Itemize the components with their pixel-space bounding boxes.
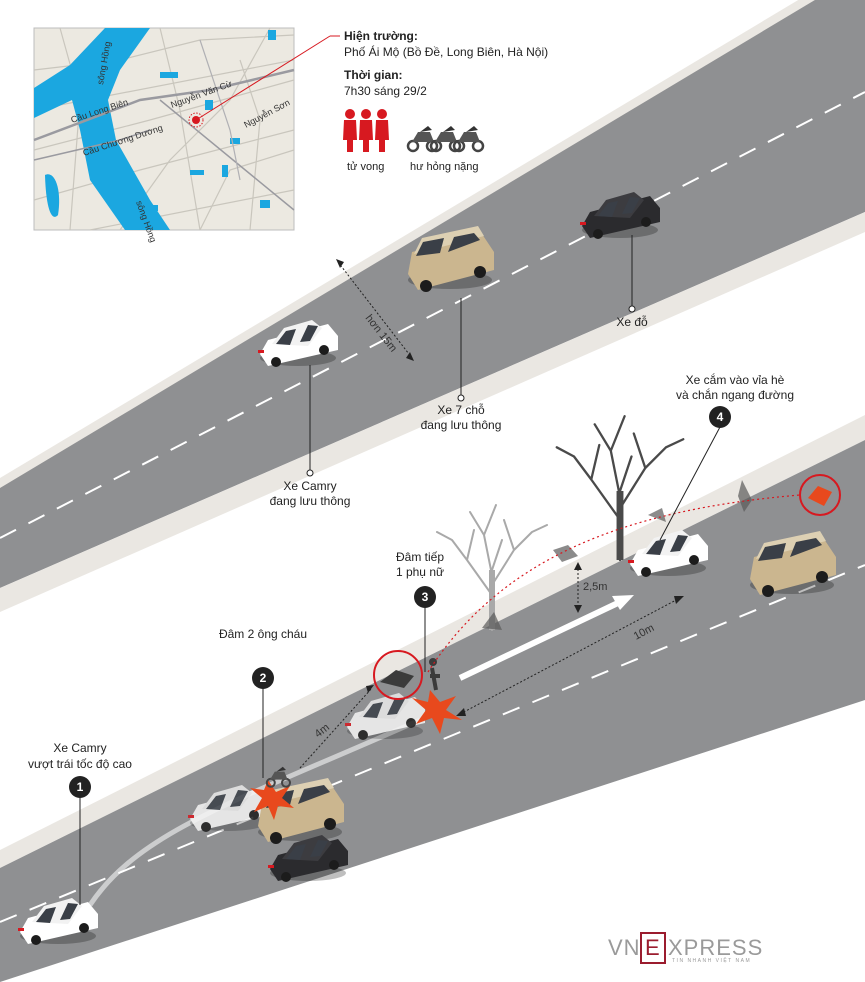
brand-tagline: TIN NHANH VIỆT NAM	[672, 956, 751, 964]
time-label: Thời gian:	[344, 68, 403, 82]
map-road-2	[159, 99, 295, 211]
dim-10m-line	[456, 596, 684, 716]
step-1-number: 1	[77, 780, 84, 794]
bikes-caption: hư hỏng nặng	[410, 161, 479, 173]
map-river	[34, 28, 170, 230]
dim-25m-label: 2,5m	[583, 581, 607, 593]
map-ponds	[150, 30, 276, 211]
step-4-number: 4	[717, 410, 724, 424]
step-2-label: Đâm 2 ông cháu	[219, 627, 307, 641]
direction-arrowhead	[612, 595, 634, 610]
label-camry-traffic-2: đang lưu thông	[270, 494, 351, 508]
locator-map: sông Hồng sông Hồng Cầu Long Biên Cầu Ch…	[33, 27, 295, 244]
flying-figure-2	[482, 612, 502, 630]
victim-circle-3	[373, 650, 423, 700]
dim-4m-line	[299, 685, 374, 769]
flying-figure-4	[738, 480, 752, 512]
leader-parked-car	[628, 235, 636, 313]
victim-flying	[808, 486, 832, 506]
motorbike-icon	[452, 124, 485, 153]
info-panel: Hiện trường: Phố Ái Mộ (Bồ Đề, Long Biên…	[343, 29, 548, 173]
brand-left: VN	[608, 935, 641, 960]
person-icon	[343, 109, 357, 152]
scene-label: Hiện trường:	[344, 29, 418, 43]
motorbike-icon	[406, 124, 439, 153]
step-2-marker: 2	[252, 667, 274, 778]
label-suv-traffic-1: Xe 7 chỗ	[437, 402, 485, 417]
woman-figure	[430, 667, 440, 691]
step-1-label-1: Xe Camry	[53, 741, 106, 755]
road-width-dimension	[336, 259, 414, 361]
step-3-number: 3	[422, 590, 429, 604]
map-callout-line	[195, 35, 331, 121]
step-3-label-1: Đâm tiếp	[396, 550, 444, 564]
map-main-road	[33, 68, 295, 142]
step-4-marker: 4	[659, 406, 731, 541]
label-suv-traffic-2: đang lưu thông	[421, 418, 502, 432]
map-lake	[45, 174, 60, 217]
step-4-label-1: Xe cắm vào vỉa hè	[686, 372, 785, 387]
map-road-4	[199, 39, 241, 181]
label-camry-traffic-1: Xe Camry	[283, 479, 336, 493]
step-1-label-2: vượt trái tốc độ cao	[28, 757, 132, 771]
flying-figure-1	[553, 545, 578, 562]
deaths-caption: tử vong	[347, 161, 384, 173]
flying-figure-3	[648, 508, 666, 522]
dim-25m-line	[574, 562, 582, 613]
bikes-icons	[406, 124, 485, 153]
step-1-marker: 1	[69, 776, 91, 905]
deaths-icons	[343, 109, 389, 152]
brand-mid: E	[645, 935, 661, 960]
step-2-number: 2	[260, 671, 267, 685]
person-icon	[375, 109, 389, 152]
step-3-marker: 3	[414, 586, 436, 672]
map-road-3	[33, 129, 151, 161]
vnexpress-logo: VN E XPRESS TIN NHANH VIỆT NAM	[608, 932, 763, 964]
impact-burst-3	[412, 690, 462, 734]
victims-lying	[380, 670, 414, 688]
motorbike-icon	[429, 124, 462, 153]
direction-arrow	[458, 599, 622, 681]
person-icon	[359, 109, 373, 152]
leader-camry-traffic	[306, 365, 314, 477]
step-3-label-2: 1 phụ nữ	[396, 565, 444, 579]
impact-burst-2	[250, 780, 294, 820]
step-4-label-2: và chắn ngang đường	[676, 387, 794, 402]
woman-head	[429, 658, 437, 666]
scene-value: Phố Ái Mộ (Bồ Đề, Long Biên, Hà Nội)	[344, 44, 548, 59]
brand-right: XPRESS	[668, 935, 763, 960]
victim-circle-4	[799, 474, 841, 516]
label-parked-car: Xe đỗ	[616, 314, 648, 329]
time-value: 7h30 sáng 29/2	[344, 84, 427, 98]
leader-suv-traffic	[457, 298, 465, 402]
